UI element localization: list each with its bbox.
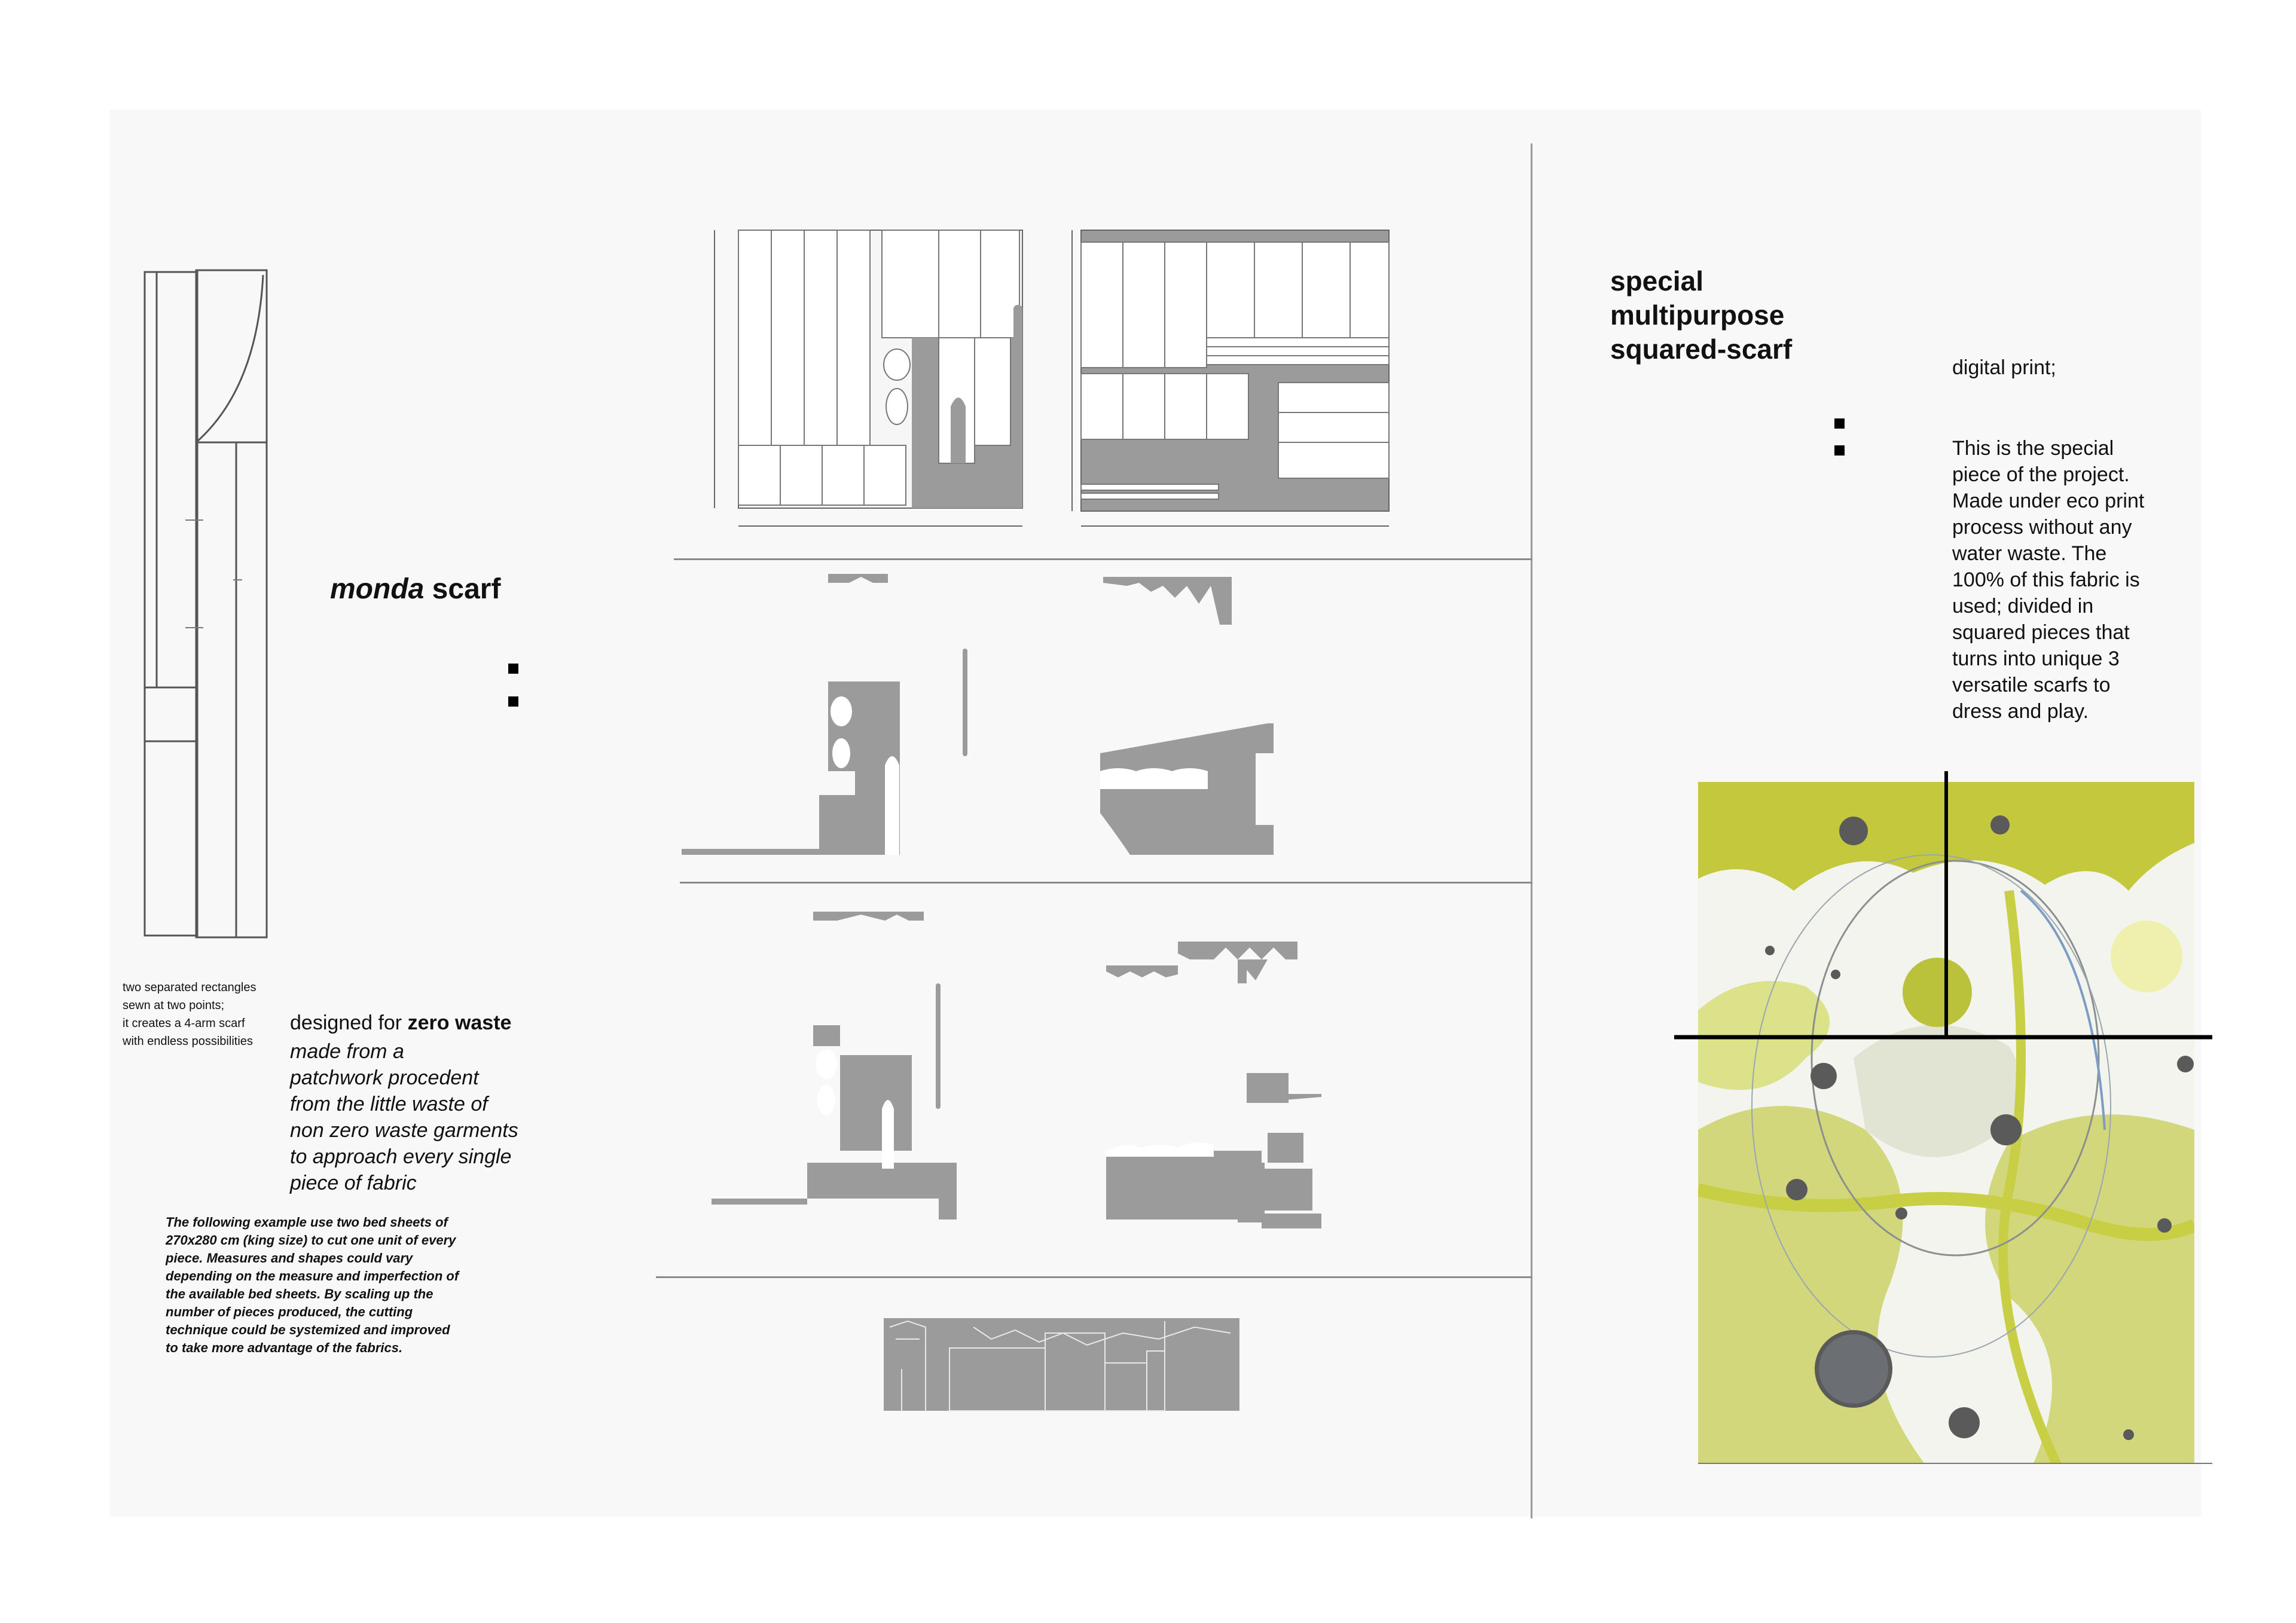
bullet-marker (508, 664, 518, 674)
bullet-marker (1834, 445, 1845, 456)
row-divider-3 (656, 1276, 1532, 1278)
waste-pieces-row-2 (712, 912, 1321, 1228)
cutting-layout-sheet-2 (1071, 230, 1390, 527)
bullet-marker (508, 696, 518, 707)
special-scarf-title: special multipurpose squared-scarf (1610, 265, 1793, 365)
zero-waste-heading: designed for zero waste (290, 1011, 512, 1034)
monda-scarf-title: monda scarf (330, 573, 501, 605)
row-divider-2 (680, 882, 1532, 884)
cutting-layout-sheet-1 (714, 230, 1023, 527)
bed-sheet-example-note: The following example use two bed sheets… (166, 1215, 459, 1355)
scarf-construction-note: two separated rectangles sewn at two poi… (123, 981, 257, 1048)
monda-scarf-pattern (144, 269, 268, 939)
special-scarf-description: This is the special piece of the project… (1952, 437, 2145, 723)
waste-pieces-row-1 (682, 574, 1274, 855)
eco-print-scarf-artwork (1674, 771, 2212, 1464)
bullet-marker (1834, 418, 1845, 429)
digital-print-label: digital print; (1952, 356, 2056, 379)
zero-waste-description: made from a patchwork procedent from the… (290, 1040, 518, 1194)
column-divider (1531, 143, 1532, 1518)
compact-waste-layout (884, 1318, 1239, 1411)
row-divider-1 (674, 558, 1532, 560)
